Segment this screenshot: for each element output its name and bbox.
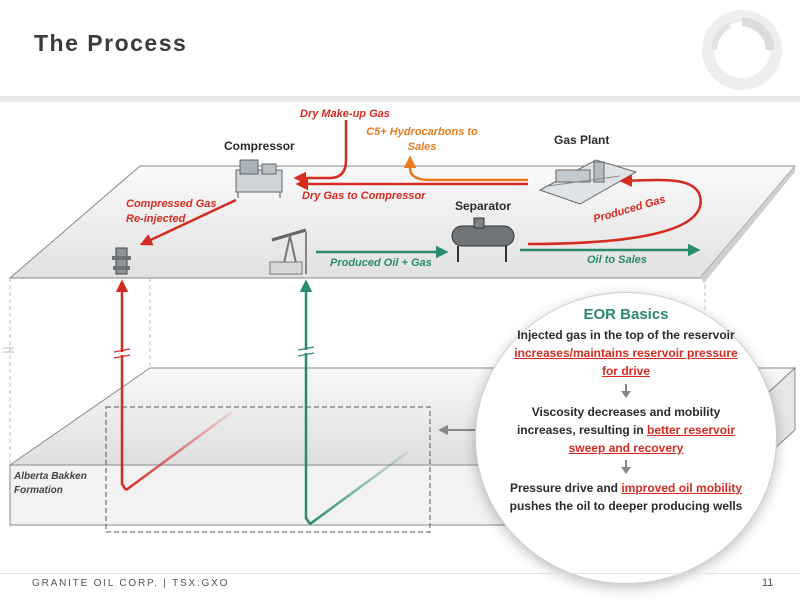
pumpjack-unit	[269, 228, 307, 275]
eor-point-1-highlight: increases/maintains reservoir pressure f…	[514, 346, 738, 378]
eor-point-2-highlight: better reservoir sweep and recovery	[568, 423, 736, 455]
produced-gas-arrow	[527, 174, 702, 246]
eor-point-3-highlight: improved oil mobility	[621, 481, 743, 495]
footer-company: GRANITE OIL CORP. | TSX:GXO	[32, 578, 230, 589]
eor-point-2: Viscosity decreases and mobility increas…	[516, 405, 736, 455]
compressed-gas-label: Compressed Gas Re-injected	[126, 198, 217, 225]
page-title: The Process	[34, 30, 188, 56]
production-wellbore	[297, 279, 409, 526]
gas-plant-label: Gas Plant	[554, 133, 610, 147]
injection-wellbore	[113, 279, 233, 492]
formation-label: Alberta Bakken Formation	[14, 471, 87, 496]
compressed-gas-arrow	[139, 198, 237, 246]
eor-callout	[476, 293, 776, 583]
injection-wellhead	[112, 247, 131, 275]
produced-oil-gas-label: Produced Oil + Gas	[330, 257, 432, 269]
dry-makeup-gas-label: Dry Make-up Gas	[300, 108, 390, 120]
oil-to-sales-label: Oil to Sales	[587, 254, 647, 266]
eor-point-3: Pressure drive and improved oil mobility…	[509, 481, 743, 513]
separator-vessel	[451, 217, 515, 262]
c5-to-sales-arrow	[403, 155, 528, 182]
compressor-label: Compressor	[224, 139, 295, 153]
eor-arrow-2	[621, 460, 631, 474]
eor-arrow-1	[621, 384, 631, 398]
gas-plant-unit	[538, 159, 638, 205]
reservoir-zone-box	[105, 406, 431, 533]
header-band	[0, 96, 800, 102]
dry-gas-to-compressor-label: Dry Gas to Compressor	[302, 190, 426, 202]
depth-break-mark	[3, 347, 14, 353]
c5-hydrocarbons-label: C5+ Hydrocarbons to Sales	[366, 126, 478, 153]
separator-label: Separator	[455, 199, 512, 213]
footer-divider	[0, 573, 800, 574]
page-number: 11	[762, 577, 774, 589]
eor-title: EOR Basics	[583, 306, 669, 323]
compressor-unit	[235, 159, 283, 198]
dry-makeup-gas-arrow	[293, 120, 348, 185]
company-logo	[702, 10, 782, 90]
eor-point-1: Injected gas in the top of the reservoir…	[514, 328, 738, 378]
